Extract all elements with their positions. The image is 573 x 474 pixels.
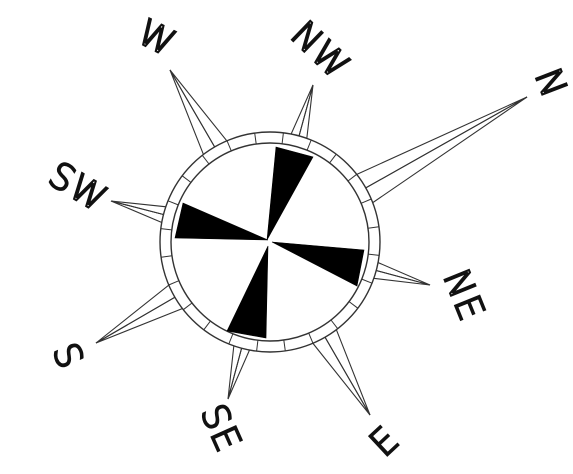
label-n: N [526,63,573,104]
label-e: E [362,419,407,465]
label-s: S [44,337,91,375]
label-w: W [131,12,182,65]
label-se: SE [192,398,249,458]
west-point-spine [170,70,218,152]
inner-ring [171,143,369,341]
north-point-spine [362,97,527,190]
compass-dial [160,132,380,352]
label-ne: NE [435,264,492,327]
east-point-spine [322,332,370,415]
west-point-left-face [170,70,218,160]
south-point-spine [96,294,180,343]
label-nw: NW [283,14,358,88]
south-point-left-face [96,294,188,343]
north-point [353,97,527,205]
label-sw: SW [41,155,114,221]
east-point-left-face [322,324,370,415]
north-point-right-face [362,97,527,205]
north-point-left-face [353,97,527,190]
